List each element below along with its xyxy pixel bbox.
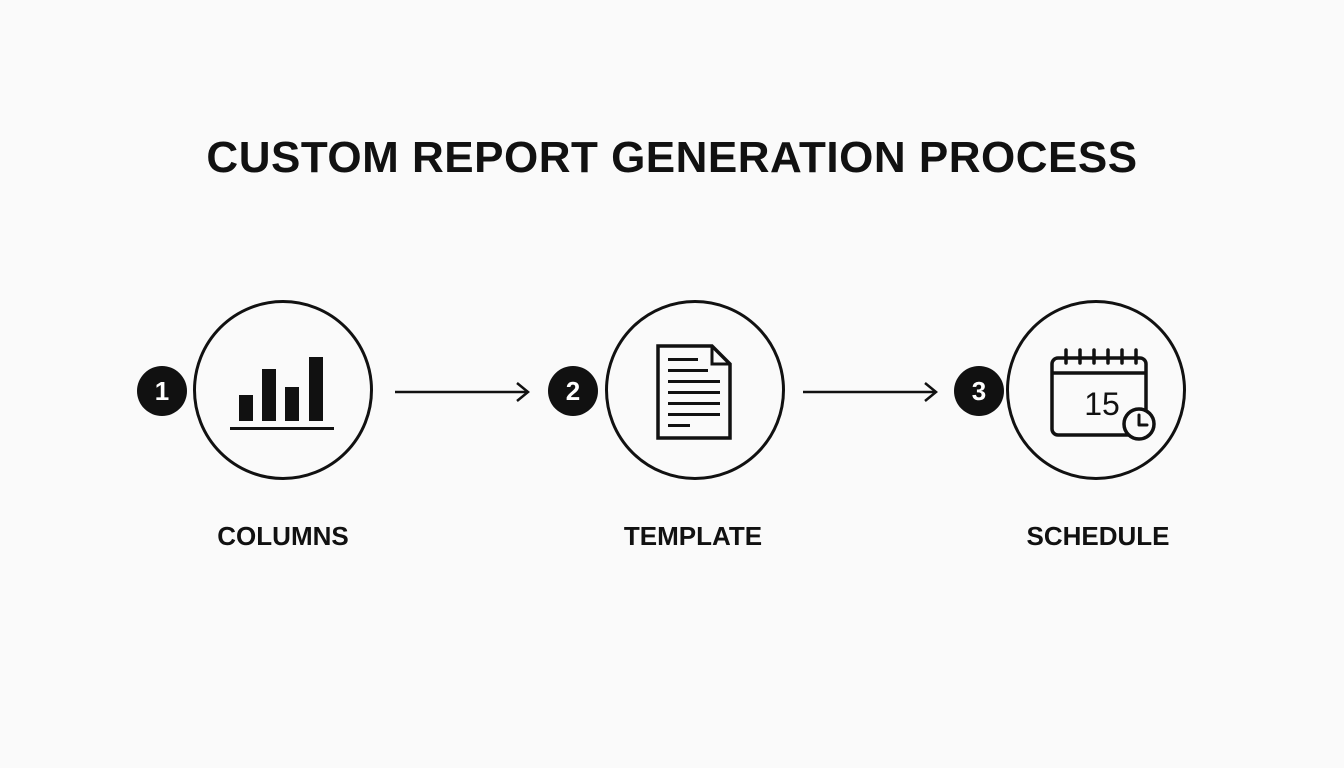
step-1-label: COLUMNS [217,521,349,551]
calendar-day-number: 15 [1084,386,1120,422]
step-1-circle [193,300,373,480]
arrow-right-icon [395,382,530,402]
page-title: CUSTOM REPORT GENERATION PROCESS [206,133,1138,182]
step-2-circle [605,300,785,480]
document-icon [656,344,732,440]
step-1-badge: 1 [137,366,187,416]
step-3-circle: 15 [1006,300,1186,480]
step-3-label: SCHEDULE [1026,521,1170,551]
calendar-clock-icon: 15 [1050,348,1156,441]
step-3-badge: 3 [954,366,1004,416]
arrow-right-icon [803,382,938,402]
step-2-label: TEMPLATE [623,521,763,551]
bar-chart-icon [230,357,334,430]
step-2-badge: 2 [548,366,598,416]
